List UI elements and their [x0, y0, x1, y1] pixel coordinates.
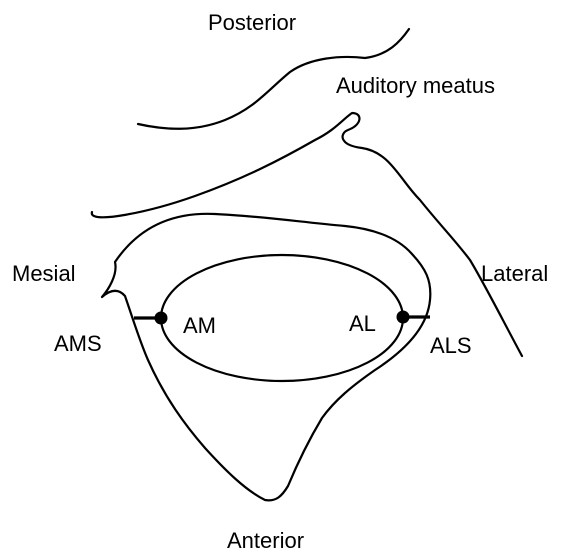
label-al: AL — [349, 311, 376, 336]
al-point — [397, 311, 410, 324]
label-ams: AMS — [54, 331, 102, 356]
label-mesial: Mesial — [12, 261, 76, 286]
label-als: ALS — [430, 333, 472, 358]
label-anterior: Anterior — [227, 528, 304, 553]
label-auditory-meatus: Auditory meatus — [336, 73, 495, 98]
am-point — [155, 312, 168, 325]
label-am: AM — [183, 313, 216, 338]
label-posterior: Posterior — [208, 10, 296, 35]
outer-boundary — [102, 214, 430, 501]
label-lateral: Lateral — [481, 261, 548, 286]
